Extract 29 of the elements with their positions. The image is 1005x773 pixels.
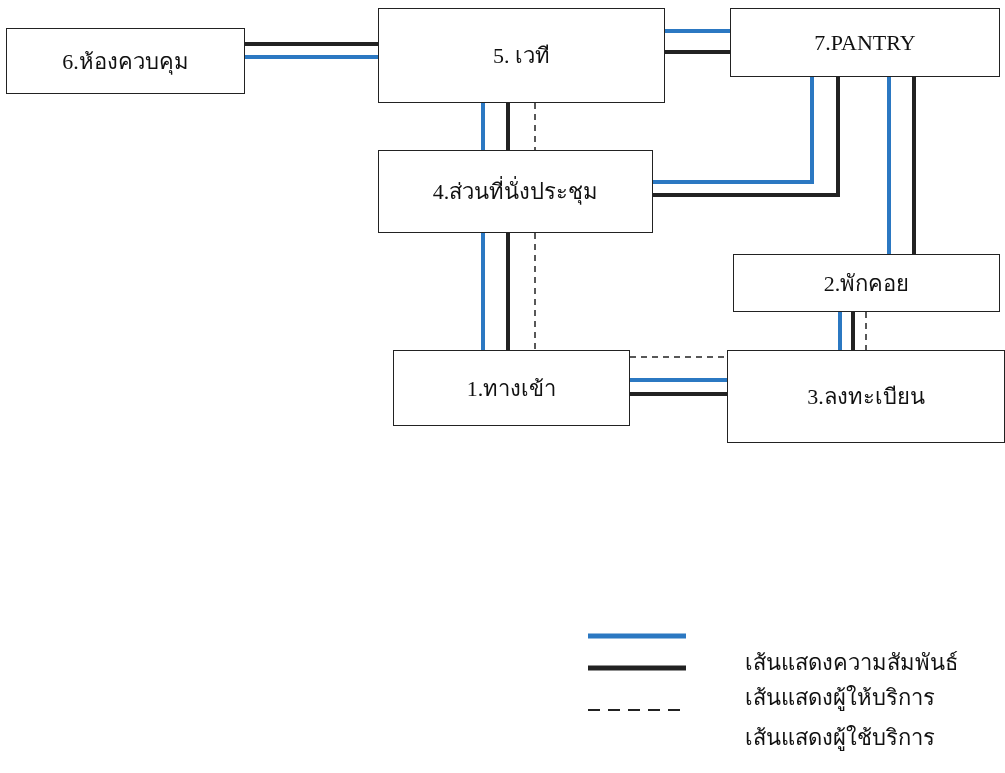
connector-line [630,392,727,396]
legend-label: เส้นแสดงผู้ใช้บริการ [745,724,935,753]
room-box: 3.ลงทะเบียน [727,350,1005,443]
legend-label: เส้นแสดงความสัมพันธ์ [745,649,958,677]
room-box: 4.ส่วนที่นั่งประชุม [378,150,653,233]
connector-line [481,233,485,350]
room-box: 6.ห้องควบคุม [6,28,245,94]
connector-line [838,312,842,350]
connector-line [630,378,727,382]
connector-line [865,311,867,351]
connector-line [245,55,378,59]
legend-label: เส้นแสดงผู้ให้บริการ [745,684,935,713]
connector-line [851,312,855,350]
connector-line [665,50,730,54]
room-box: 5. เวที [378,8,665,103]
connector-line [534,102,536,151]
connector-line [653,77,814,184]
connector-line [887,77,891,254]
room-box: 1.ทางเข้า [393,350,630,426]
room-box: 2.พักคอย [733,254,1000,312]
connector-line [912,77,916,254]
connector-line [481,103,485,150]
connector-line [506,233,510,350]
connector-line [653,77,840,197]
connector-line [665,29,730,33]
connector-line [506,103,510,150]
connector-line [534,232,536,351]
connector-line [245,42,378,46]
room-box: 7.PANTRY [730,8,1000,77]
